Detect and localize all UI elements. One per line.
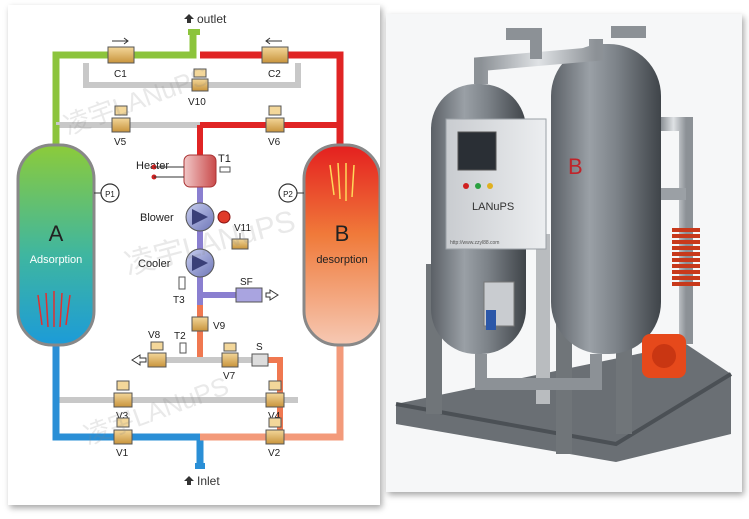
desorption-flow-arrows — [329, 162, 355, 201]
check-valve-c1[interactable] — [107, 37, 135, 64]
t3-label: T3 — [173, 295, 185, 306]
hot-pipe-b — [200, 51, 344, 145]
valve-v5[interactable] — [111, 105, 131, 133]
heater-coil — [672, 228, 700, 286]
filter-assembly — [483, 281, 515, 327]
v9-label: V9 — [213, 321, 226, 332]
tower-b-letter: B — [335, 221, 350, 246]
valve-v10[interactable] — [191, 68, 209, 92]
inlet-pipe-b — [200, 345, 344, 441]
v5-label: V5 — [114, 137, 127, 148]
c2-label: C2 — [268, 69, 281, 80]
t3-thermometer-icon — [178, 276, 186, 290]
tank-b — [551, 44, 661, 354]
v2-label: V2 — [268, 448, 281, 459]
v8-exhaust-arrow-icon — [131, 354, 147, 366]
t2-thermometer-icon — [179, 342, 187, 354]
inlet-arrow-icon — [184, 476, 194, 485]
cooler-label: Cooler — [138, 258, 171, 270]
blower-motor-icon — [217, 210, 231, 224]
brand-logo: LANuPS — [472, 201, 514, 213]
v8-label: V8 — [148, 330, 161, 341]
outlet-label: outlet — [197, 12, 227, 26]
c1-label: C1 — [114, 69, 127, 80]
dryer-product-photo: B LANuPS http://www.zzyl88.com — [386, 14, 742, 492]
p1-label: P1 — [105, 190, 115, 199]
v1-label: V1 — [116, 448, 129, 459]
blower-label: Blower — [140, 212, 174, 224]
tower-a-letter: A — [49, 221, 64, 246]
valve-v7[interactable] — [221, 342, 239, 368]
heater — [183, 154, 217, 188]
valve-v8[interactable] — [147, 341, 167, 368]
valve-v2[interactable] — [265, 417, 285, 445]
tower-a — [16, 143, 96, 347]
sf-intake-arrow-icon — [265, 289, 279, 301]
p2-label: P2 — [283, 190, 293, 199]
inlet-label: Inlet — [197, 474, 220, 488]
valve-v1[interactable] — [113, 417, 133, 445]
check-valve-c2[interactable] — [261, 37, 289, 64]
indicator-green — [475, 183, 481, 189]
indicator-red — [463, 183, 469, 189]
sf-label: SF — [240, 277, 253, 288]
v7-label: V7 — [223, 371, 236, 382]
v3-label: V3 — [116, 411, 129, 422]
v11-label: V11 — [234, 223, 251, 234]
touch-screen — [457, 131, 497, 171]
silencer-s — [251, 353, 269, 367]
v4-label: V4 — [268, 411, 281, 422]
tower-b-label: desorption — [316, 254, 367, 266]
s-label: S — [256, 342, 263, 353]
outlet-arrow-icon — [184, 14, 194, 23]
t1-thermometer-icon — [219, 166, 231, 173]
valve-v6[interactable] — [265, 105, 285, 133]
t2-label: T2 — [174, 331, 186, 342]
indicator-yellow — [487, 183, 493, 189]
t1-label: T1 — [218, 153, 231, 165]
valve-v9[interactable] — [191, 316, 209, 332]
valve-v4[interactable] — [265, 380, 285, 408]
adsorption-flow-arrows — [37, 291, 71, 328]
v10-label: V10 — [188, 97, 206, 108]
tank-b-letter: B — [568, 154, 583, 179]
tower-a-label: Adsorption — [30, 254, 83, 266]
valve-v11[interactable] — [231, 233, 249, 250]
v6-label: V6 — [268, 137, 281, 148]
sf-filter — [235, 287, 263, 303]
process-flow-diagram: outlet Inlet A Adsorption B desorption P… — [8, 5, 382, 505]
url-text: http://www.zzyl88.com — [450, 240, 499, 246]
valve-v3[interactable] — [113, 380, 133, 408]
